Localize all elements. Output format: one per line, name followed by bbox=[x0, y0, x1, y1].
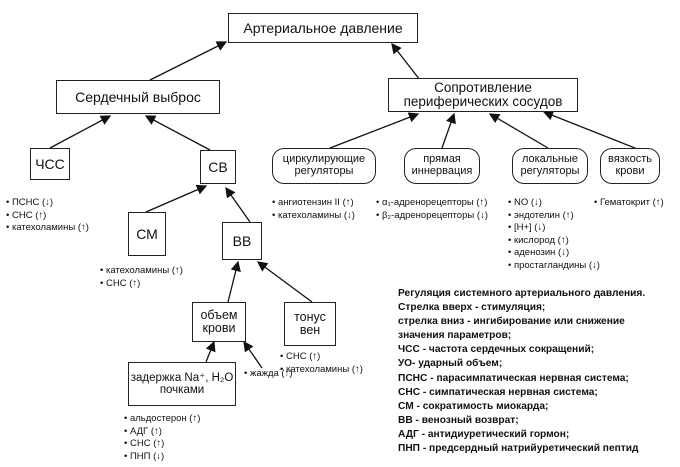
list-sm-factors: катехоламины (↑)СНС (↑) bbox=[100, 265, 183, 290]
list-retention-factors: альдостерон (↑)АДГ (↑)СНС (↑)ПНП (↓) bbox=[124, 413, 200, 463]
node-blood-volume: объем крови bbox=[192, 302, 246, 342]
node-sm: СМ bbox=[128, 212, 166, 256]
arrow-thirst-vol bbox=[243, 340, 263, 369]
arrow-inn-pr bbox=[441, 112, 456, 149]
node-arterial-pressure: Артериальное давление bbox=[228, 13, 418, 43]
legend-line: СМ - сократимость миокарда; bbox=[398, 400, 549, 412]
legend-line: УО- ударный объем; bbox=[398, 358, 503, 370]
list-venous-tone-factors: СНС (↑)катехоламины (↑) bbox=[280, 351, 363, 376]
legend-line: стрелка вниз - ингибирование или снижени… bbox=[398, 316, 625, 328]
arrow-loc-pr bbox=[488, 113, 549, 149]
arrow-sv-co bbox=[144, 115, 211, 151]
list-local-factors: NO (↓)эндотелин (↑)[H+] (↓) кислород (↑)… bbox=[508, 197, 600, 273]
legend-line: Стрелка вверх - стимуляция; bbox=[398, 302, 546, 314]
arrow-vol-vv bbox=[227, 260, 241, 303]
node-direct-innervation: прямая иннервация bbox=[404, 148, 480, 184]
arrow-co-bp bbox=[149, 41, 228, 81]
legend-line: Регуляция системного артериального давле… bbox=[398, 288, 646, 299]
legend-text: Регуляция системного артериального давле… bbox=[398, 287, 645, 456]
legend-line: ПНП - предсердный натрийуретический пепт… bbox=[398, 443, 639, 455]
arrow-sm-sv bbox=[145, 184, 208, 213]
arrow-tone-vv bbox=[256, 261, 313, 303]
node-sv: СВ bbox=[200, 150, 236, 184]
legend-line: СНС - симпатическая нервная система; bbox=[398, 386, 598, 398]
arrow-vv-sv bbox=[225, 186, 251, 223]
list-viscosity-factors: Гематокрит (↑) bbox=[594, 197, 664, 210]
node-circulating-regulators: циркулирующие регуляторы bbox=[272, 148, 376, 184]
list-hr-factors: ПСНС (↓)СНС (↑)катехоламины (↑) bbox=[6, 197, 89, 235]
arrow-circ-pr bbox=[329, 112, 420, 149]
node-thirst: жажда (↑) bbox=[244, 368, 293, 381]
legend-line: ПСНС - парасимпатическая нервная система… bbox=[398, 372, 629, 384]
node-renal-retention: задержка Na⁺, H₂O почками bbox=[128, 362, 236, 406]
node-blood-viscosity: вязкость крови bbox=[600, 148, 660, 184]
arrow-hr-co bbox=[49, 115, 112, 149]
legend-line: значения параметров; bbox=[398, 330, 512, 342]
node-vv: ВВ bbox=[222, 222, 262, 260]
arrow-visc-pr bbox=[542, 110, 641, 151]
node-venous-tone: тонус вен bbox=[284, 302, 336, 346]
list-innervation-factors: α₁-адренорецепторы (↑)β₂-адренорецепторы… bbox=[376, 197, 488, 222]
arrow-pr-bp bbox=[391, 42, 421, 81]
arrow-ret-vol bbox=[205, 340, 216, 363]
legend-line: ВВ - венозный возврат; bbox=[398, 414, 519, 426]
node-peripheral-resistance: Сопротивление периферических сосудов bbox=[388, 78, 578, 112]
list-circulating-factors: ангиотензин II (↑)катехоламины (↓) bbox=[272, 197, 355, 222]
node-local-regulators: локальные регуляторы bbox=[512, 148, 588, 184]
node-hr: ЧСС bbox=[30, 148, 70, 180]
node-cardiac-output: Сердечный выброс bbox=[56, 80, 220, 114]
legend-line: ЧСС - частота сердечных сокращений; bbox=[398, 344, 595, 356]
legend-line: АДГ - антидиуретический гормон; bbox=[398, 428, 570, 440]
